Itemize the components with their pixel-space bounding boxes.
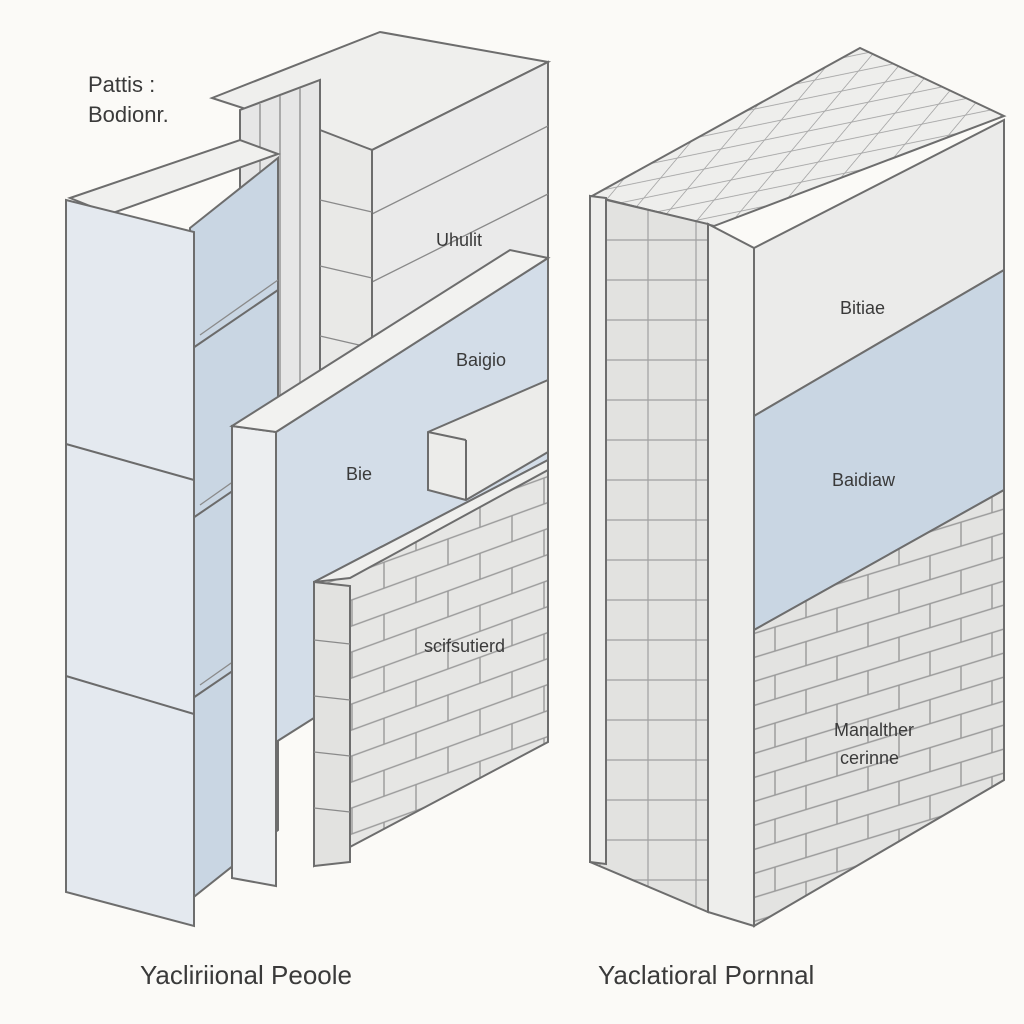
label-brick: scifsutierd (424, 636, 505, 656)
label-blue-band: Baidiaw (832, 470, 896, 490)
left-brick-edge (313, 580, 351, 868)
label-insulation-lower: Bie (346, 464, 372, 484)
right-grid-column (589, 194, 709, 914)
left-insulation-board-edge (231, 424, 277, 888)
label-insulation-upper: Baigio (456, 350, 506, 370)
left-cladding-panel (65, 198, 195, 928)
right-section-title: Yaclatioral Pornnal (598, 960, 814, 990)
label-brick-line2: cerinne (840, 748, 899, 768)
corner-label-line1: Pattis : (88, 72, 155, 97)
label-top-block: Uhulit (436, 230, 482, 250)
right-edge-strip (707, 222, 755, 928)
left-section-title: Yacliriional Peoole (140, 960, 352, 990)
right-brick-face (753, 488, 1005, 928)
left-wall-assembly (65, 30, 552, 928)
right-wall-assembly (589, 46, 1007, 928)
label-brick-line1: Manalther (834, 720, 914, 740)
left-ledge-block (427, 378, 549, 502)
corner-label-line2: Bodionr. (88, 102, 169, 127)
label-top-panel: Bitiae (840, 298, 885, 318)
